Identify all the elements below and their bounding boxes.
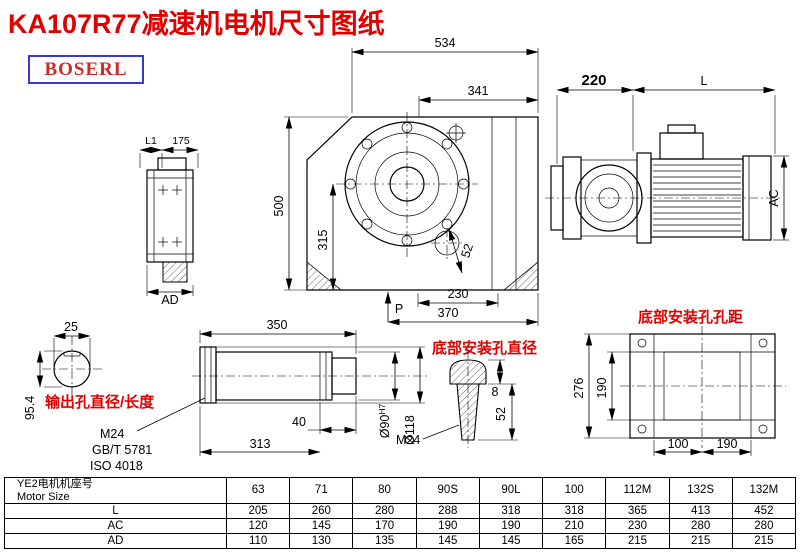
dim-190-horizontal: 190 bbox=[717, 437, 738, 451]
technical-drawing: 534 341 500 315 52 230 370 bbox=[23, 36, 789, 473]
dim-341: 341 bbox=[468, 84, 489, 98]
dim-175: 175 bbox=[172, 135, 190, 147]
cell-l-112m: 365 bbox=[605, 503, 670, 520]
cell-ac-100: 210 bbox=[542, 518, 607, 535]
dim-95-4: 95.4 bbox=[23, 396, 37, 420]
dim-52: 52 bbox=[458, 242, 476, 260]
cell-l-71: 260 bbox=[289, 503, 354, 520]
table-row-ad: AD 110 130 135 145 145 165 215 215 215 bbox=[4, 533, 797, 550]
row-label-l: L bbox=[4, 503, 227, 520]
cell-ad-90s: 145 bbox=[415, 533, 480, 550]
motor-size-table: YE2电机机座号 Motor Size 63 71 80 90S 90L 100… bbox=[4, 476, 797, 550]
dim-ac: AC bbox=[767, 189, 781, 206]
size-col-90l: 90L bbox=[478, 476, 544, 505]
row-label-ad: AD bbox=[4, 533, 227, 550]
dim-l1: L1 bbox=[145, 135, 157, 147]
cell-ad-132m: 215 bbox=[731, 533, 797, 550]
dim-d118: Ø118 bbox=[403, 415, 417, 445]
dim-313: 313 bbox=[250, 437, 271, 451]
dim-276: 276 bbox=[572, 378, 586, 399]
cell-ad-71: 130 bbox=[289, 533, 354, 550]
motor-side-view: 220 L AC bbox=[545, 72, 789, 244]
cell-ad-100: 165 bbox=[542, 533, 607, 550]
size-col-80: 80 bbox=[352, 476, 417, 505]
cell-ad-63: 110 bbox=[225, 533, 291, 550]
cell-l-132s: 413 bbox=[668, 503, 733, 520]
dim-315: 315 bbox=[316, 230, 330, 251]
table-row-ac: AC 120 145 170 190 190 210 230 280 280 bbox=[4, 518, 797, 535]
cell-l-80: 280 bbox=[352, 503, 417, 520]
cell-ad-80: 135 bbox=[352, 533, 417, 550]
dim-350: 350 bbox=[267, 318, 288, 332]
size-col-63: 63 bbox=[225, 476, 291, 505]
size-col-71: 71 bbox=[289, 476, 354, 505]
cell-l-63: 205 bbox=[225, 503, 291, 520]
cell-l-100: 318 bbox=[542, 503, 607, 520]
size-col-132m: 132M bbox=[731, 476, 797, 505]
dim-25: 25 bbox=[64, 320, 78, 334]
cell-ac-90s: 190 bbox=[415, 518, 480, 535]
cell-ad-90l: 145 bbox=[478, 533, 544, 550]
cell-l-90s: 288 bbox=[415, 503, 480, 520]
dim-220: 220 bbox=[581, 72, 606, 89]
table-header-cn: YE2电机机座号 bbox=[17, 478, 93, 490]
note-output-bore: 输出孔直径/长度 bbox=[45, 393, 155, 411]
output-flange-side-view: L1 175 AD bbox=[139, 135, 199, 307]
size-col-90s: 90S bbox=[415, 476, 480, 505]
table-header-motor-size: YE2电机机座号 Motor Size bbox=[4, 476, 227, 505]
dim-40: 40 bbox=[292, 415, 306, 429]
size-col-100: 100 bbox=[542, 476, 607, 505]
boserl-logo: BOSERL bbox=[28, 55, 144, 84]
cell-ac-90l: 190 bbox=[478, 518, 544, 535]
output-shaft-view: 350 40 313 Ø90H7 Ø118 输出孔直径/长度 M24 bbox=[45, 318, 430, 473]
cell-ac-63: 120 bbox=[225, 518, 291, 535]
dim-ad: AD bbox=[161, 293, 178, 307]
table-header-en: Motor Size bbox=[17, 490, 70, 503]
dim-190-vertical: 190 bbox=[595, 378, 609, 399]
size-col-112m: 112M bbox=[605, 476, 670, 505]
label-m24-shaft: M24 bbox=[100, 427, 124, 441]
shaft-cross-section: 25 95.4 bbox=[23, 320, 102, 420]
dim-p: P bbox=[395, 302, 403, 316]
page-title: KA107R77减速机电机尺寸图纸 bbox=[8, 9, 385, 39]
dim-370: 370 bbox=[438, 306, 459, 320]
cell-ac-71: 145 bbox=[289, 518, 354, 535]
note-bottom-hole-spacing: 底部安装孔孔距 bbox=[638, 308, 743, 326]
dim-500: 500 bbox=[272, 196, 286, 217]
label-gbt-5781: GB/T 5781 bbox=[92, 443, 152, 457]
cell-l-90l: 318 bbox=[478, 503, 544, 520]
cell-ac-80: 170 bbox=[352, 518, 417, 535]
size-col-132s: 132S bbox=[668, 476, 733, 505]
dim-d90h7: Ø90H7 bbox=[377, 403, 392, 438]
dim-l: L bbox=[701, 74, 708, 88]
dim-534: 534 bbox=[435, 36, 456, 50]
dim-52-bottom: 52 bbox=[494, 407, 508, 421]
cell-ac-112m: 230 bbox=[605, 518, 670, 535]
table-row-l: L 205 260 280 288 318 318 365 413 452 bbox=[4, 503, 797, 520]
gearbox-front-view: 534 341 500 315 52 230 370 bbox=[272, 36, 539, 326]
cell-ad-112m: 215 bbox=[605, 533, 670, 550]
cell-ad-132s: 215 bbox=[668, 533, 733, 550]
dim-100: 100 bbox=[668, 437, 689, 451]
row-label-ac: AC bbox=[4, 518, 227, 535]
label-m24-bottom: M24 bbox=[396, 433, 420, 447]
table-header-row: YE2电机机座号 Motor Size 63 71 80 90S 90L 100… bbox=[4, 476, 797, 505]
bottom-mount-hole-detail: 底部安装孔直径 8 52 M24 bbox=[396, 339, 537, 448]
label-iso-4018: ISO 4018 bbox=[90, 459, 143, 473]
dim-230: 230 bbox=[448, 287, 469, 301]
cell-l-132m: 452 bbox=[731, 503, 797, 520]
dim-8: 8 bbox=[492, 385, 499, 399]
gearbox-bottom-view: 底部安装孔孔距 276 190 bbox=[572, 308, 786, 456]
cell-ac-132s: 280 bbox=[668, 518, 733, 535]
note-bottom-hole-dia: 底部安装孔直径 bbox=[432, 339, 537, 357]
cell-ac-132m: 280 bbox=[731, 518, 797, 535]
